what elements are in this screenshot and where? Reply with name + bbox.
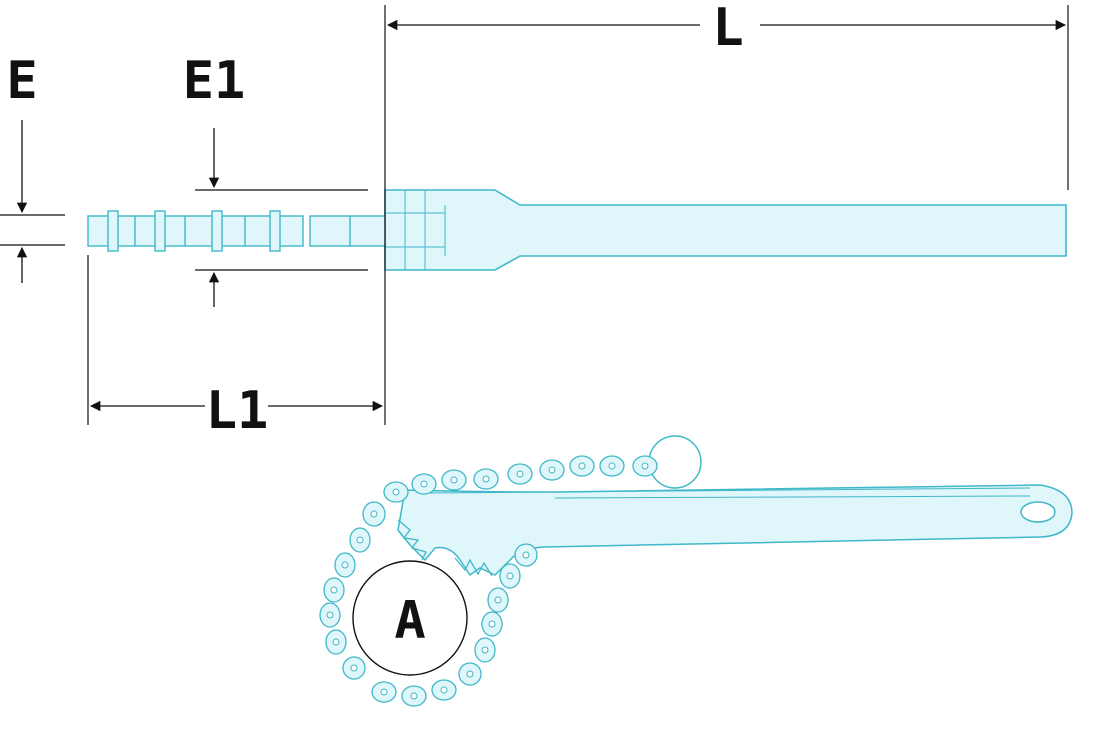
dimension-chain-thickness: E1 xyxy=(183,51,246,307)
label-chain-length: L1 xyxy=(206,381,269,441)
handle-hang-hole xyxy=(1020,501,1056,523)
label-chain-thickness: E1 xyxy=(183,51,246,111)
dimension-lines xyxy=(0,5,1069,425)
wrench-perspective-view: A xyxy=(319,435,1073,707)
chain-side-profile xyxy=(87,210,386,252)
wrench-head-details xyxy=(385,190,446,270)
wrench-handle-profile xyxy=(384,189,1067,271)
dimension-chain-length: L1 xyxy=(89,381,384,441)
chain-end-ring xyxy=(648,435,702,489)
dimension-thickness: E xyxy=(6,51,38,283)
label-capacity: A xyxy=(394,591,425,651)
wrench-side-view xyxy=(87,189,1067,271)
chain-pins xyxy=(326,462,649,700)
label-thickness: E xyxy=(6,51,37,111)
dimension-length: L xyxy=(386,0,1067,58)
pipe-capacity-circle xyxy=(352,560,468,676)
wrench-handle xyxy=(397,484,1073,577)
wrench-jaw-teeth xyxy=(397,519,493,577)
label-length: L xyxy=(712,0,743,58)
